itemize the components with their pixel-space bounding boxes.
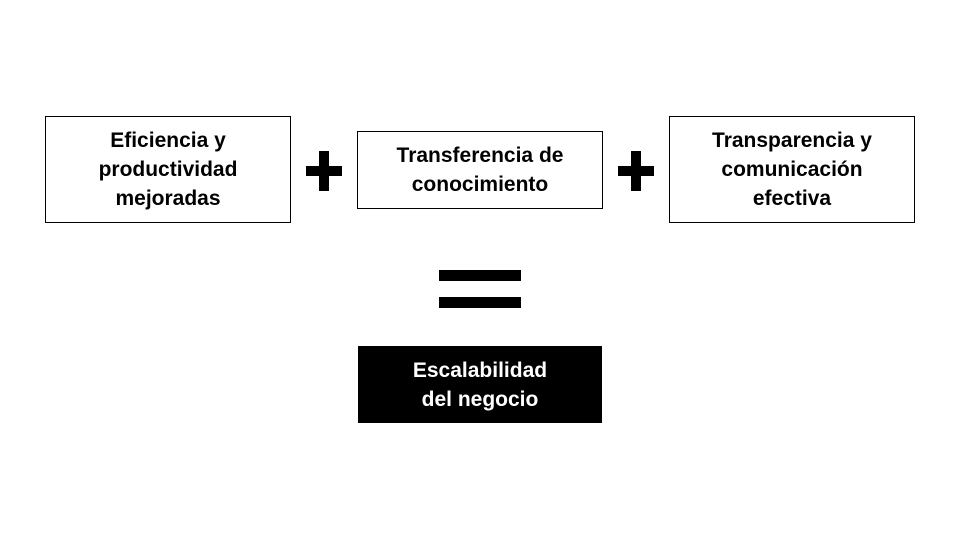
equals-icon: [439, 270, 521, 308]
result-label-scalability: Escalabilidad del negocio: [412, 358, 548, 411]
input-label-knowledge-transfer: Transferencia de conocimiento: [396, 144, 564, 196]
plus-icon: [618, 151, 654, 191]
plus-icon: [306, 151, 342, 191]
input-box-efficiency: Eficiencia y productividad mejoradas: [45, 116, 291, 223]
input-label-efficiency: Eficiencia y productividad mejoradas: [98, 129, 238, 210]
result-box-scalability: Escalabilidad del negocio: [358, 346, 602, 423]
input-box-transparency: Transparencia y comunicación efectiva: [669, 116, 915, 223]
input-label-transparency: Transparencia y comunicación efectiva: [712, 129, 872, 210]
input-box-knowledge-transfer: Transferencia de conocimiento: [357, 131, 603, 209]
